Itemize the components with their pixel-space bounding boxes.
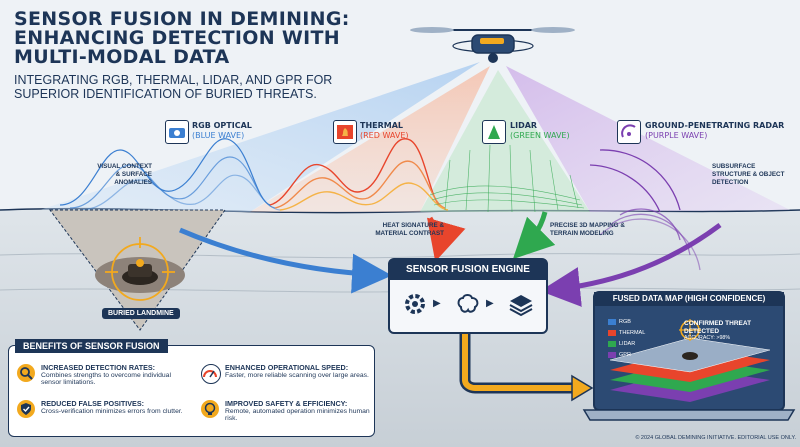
rgb-name: RGB OPTICAL (192, 121, 252, 130)
benefit-item: IMPROVED SAFETY & EFFICIENCY: Remote, au… (225, 399, 370, 422)
legend-label: THERMAL (619, 330, 646, 336)
flow-arrow-icon: ▶ (433, 298, 441, 309)
legend-item-lidar: LIDAR (608, 340, 652, 349)
legend-label: GPR (619, 352, 631, 358)
lidar-grid (429, 144, 585, 213)
legend-label: RGB (619, 319, 631, 325)
benefit-desc: Remote, automated operation minimizes hu… (225, 408, 370, 422)
benefit-item: REDUCED FALSE POSITIVES: Cross-verificat… (41, 399, 191, 415)
gpr-label: GROUND-PENETRATING RADAR (PURPLE WAVE) (645, 121, 784, 141)
gpr-beam (506, 66, 790, 212)
rgb-wave: (BLUE WAVE) (192, 131, 245, 140)
benefit-desc: Combines strengths to overcome individua… (41, 372, 171, 386)
engine-title: SENSOR FUSION ENGINE (390, 260, 546, 280)
landmine (105, 237, 175, 301)
legend-item-thermal: THERMAL (608, 329, 652, 338)
magnifier-icon (17, 364, 35, 382)
fusion-engine: SENSOR FUSION ENGINE ▶ ▶ (388, 258, 548, 334)
thermal-waves (269, 138, 449, 211)
output-arrow-fill (462, 332, 575, 391)
benefit-item: ENHANCED OPERATIONAL SPEED: Faster, more… (225, 363, 370, 379)
benefit-desc: Faster, more reliable scanning over larg… (225, 372, 369, 379)
gpr-name: GROUND-PENETRATING RADAR (645, 121, 785, 130)
legend-label: LIDAR (619, 341, 636, 347)
output-arrowhead (571, 374, 594, 402)
radar-icon (617, 120, 641, 144)
confirmed-label: CONFIRMED THREAT DETECTED (684, 320, 752, 335)
gear-icon (400, 289, 430, 319)
gpr-wave: (PURPLE WAVE) (645, 131, 708, 140)
laser-icon (482, 120, 506, 144)
benefit-title: IMPROVED SAFETY & EFFICIENCY: (225, 399, 348, 408)
gpr-arrow (540, 222, 722, 307)
benefit-item: INCREASED DETECTION RATES: Combines stre… (41, 363, 191, 386)
rgb-arrow (179, 227, 392, 294)
thermal-description: HEAT SIGNATURE & MATERIAL CONTRAST (375, 222, 444, 237)
confirmed-threat: CONFIRMED THREAT DETECTED ACCURACY: >98% (684, 320, 764, 343)
brain-bulb-icon (201, 400, 219, 418)
gpr-description: SUBSURFACE STRUCTURE & OBJECT DETECTION (712, 163, 785, 186)
page-title: SENSOR FUSION IN DEMINING: ENHANCING DET… (14, 8, 350, 68)
benefit-title: REDUCED FALSE POSITIVES: (41, 399, 145, 408)
drone (410, 27, 575, 63)
rgb-beam (40, 62, 480, 212)
layers-icon (506, 289, 536, 319)
benefit-desc: Cross-verification minimizes errors from… (41, 408, 183, 415)
benefits-panel: BENEFITS OF SENSOR FUSION INCREASED DETE… (8, 339, 375, 437)
lidar-wave: (GREEN WAVE) (510, 131, 570, 140)
lidar-label: LIDAR (GREEN WAVE) (510, 121, 570, 141)
lidar-name: LIDAR (510, 121, 538, 130)
fused-data-map: FUSED DATA MAP (HIGH CONFIDENCE) RGB THE… (594, 292, 784, 420)
speedometer-icon (201, 364, 221, 384)
page-subtitle: INTEGRATING RGB, THERMAL, LIDAR, AND GPR… (14, 73, 333, 101)
laptop-base (582, 409, 796, 421)
flow-arrow-icon: ▶ (486, 298, 494, 309)
rgb-waves (59, 138, 281, 211)
thermal-beam (250, 66, 490, 212)
benefit-title: INCREASED DETECTION RATES: (41, 363, 156, 372)
camera-icon (165, 120, 189, 144)
brain-icon (453, 289, 483, 319)
footer-credit: © 2024 GLOBAL DEMINING INITIATIVE. EDITO… (635, 435, 796, 441)
legend-swatch (608, 329, 616, 336)
legend-swatch (608, 318, 616, 325)
legend-item-gpr: GPR (608, 351, 652, 360)
lidar-description: PRECISE 3D MAPPING & TERRAIN MODELING (550, 222, 625, 237)
benefit-title: ENHANCED OPERATIONAL SPEED: (225, 363, 349, 372)
legend-swatch (608, 340, 616, 347)
legend-swatch (608, 351, 616, 358)
legend-item-rgb: RGB (608, 318, 652, 327)
shield-check-icon (17, 400, 35, 418)
rgb-description: VISUAL CONTEXT & SURFACE ANOMALIES (97, 163, 152, 186)
benefits-title: BENEFITS OF SENSOR FUSION (15, 339, 168, 353)
heat-icon (333, 120, 357, 144)
map-layers (609, 319, 771, 402)
thermal-wave: (RED WAVE) (360, 131, 409, 140)
map-title: FUSED DATA MAP (HIGH CONFIDENCE) (594, 292, 784, 306)
thermal-name: THERMAL (360, 121, 404, 130)
thermal-label: THERMAL (RED WAVE) (360, 121, 409, 141)
landmine-label: BURIED LANDMINE (102, 308, 180, 319)
lidar-arrow (512, 211, 556, 260)
accuracy-label: ACCURACY: >98% (684, 335, 731, 341)
rgb-label: RGB OPTICAL (BLUE WAVE) (192, 121, 252, 141)
thermal-arrow (426, 216, 466, 262)
gpr-arcs (589, 149, 701, 271)
